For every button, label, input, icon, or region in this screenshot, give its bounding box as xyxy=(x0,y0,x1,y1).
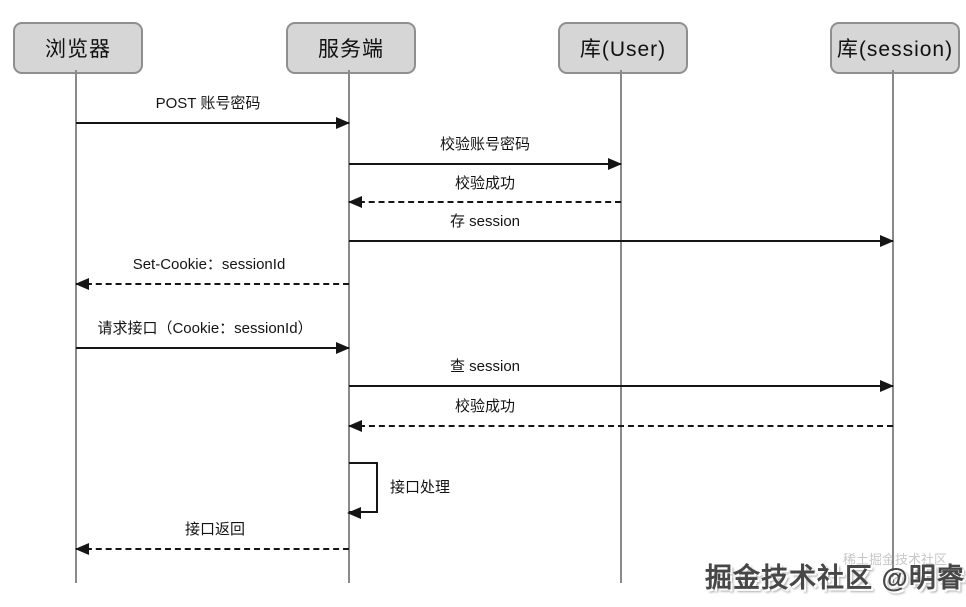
arrowhead-right-icon xyxy=(336,342,350,354)
message-arrow xyxy=(349,380,894,392)
lifeline-server xyxy=(348,70,350,583)
actor-label: 库(User) xyxy=(579,38,667,61)
message-arrow xyxy=(348,420,893,432)
lifeline-session-db xyxy=(892,70,894,583)
arrowhead-left-icon xyxy=(75,278,89,290)
lifeline-browser xyxy=(75,70,77,583)
message-label: 存 session xyxy=(449,213,521,230)
watermark: 掘金技术社区 @明睿 xyxy=(705,563,965,593)
message-label: 查 session xyxy=(449,358,521,375)
actor-box-browser: 浏览器 xyxy=(13,22,143,74)
message-arrow xyxy=(76,342,350,354)
message-label: 校验成功 xyxy=(454,398,516,415)
watermark-faint: 稀土掘金技术社区 xyxy=(843,552,948,567)
actor-label: 浏览器 xyxy=(45,38,111,61)
lifeline-user-db xyxy=(620,70,622,583)
arrowhead-right-icon xyxy=(880,235,894,247)
actor-box-user-db: 库(User) xyxy=(558,22,688,74)
self-message-loop xyxy=(347,462,378,519)
message-label: 请求接口（Cookie：sessionId） xyxy=(97,320,313,337)
message-arrow xyxy=(349,235,894,247)
message-label: 校验账号密码 xyxy=(439,136,531,153)
arrowhead-left-icon xyxy=(347,507,361,519)
arrowhead-right-icon xyxy=(336,117,350,129)
message-arrow xyxy=(348,196,621,208)
message-arrow xyxy=(75,278,349,290)
message-label: 接口返回 xyxy=(184,521,246,538)
actor-box-server: 服务端 xyxy=(286,22,416,74)
message-label: POST 账号密码 xyxy=(155,95,261,112)
message-arrow xyxy=(76,117,350,129)
actor-label: 库(session) xyxy=(836,38,954,61)
message-label: Set-Cookie：sessionId xyxy=(132,256,286,273)
arrowhead-left-icon xyxy=(348,420,362,432)
arrowhead-left-icon xyxy=(348,196,362,208)
arrowhead-right-icon xyxy=(880,380,894,392)
message-label: 校验成功 xyxy=(454,175,516,192)
message-arrow xyxy=(349,158,622,170)
arrowhead-left-icon xyxy=(75,543,89,555)
message-label: 接口处理 xyxy=(390,479,451,496)
message-arrow xyxy=(75,543,349,555)
actor-box-session-db: 库(session) xyxy=(830,22,960,74)
actor-label: 服务端 xyxy=(318,38,384,61)
arrowhead-right-icon xyxy=(608,158,622,170)
